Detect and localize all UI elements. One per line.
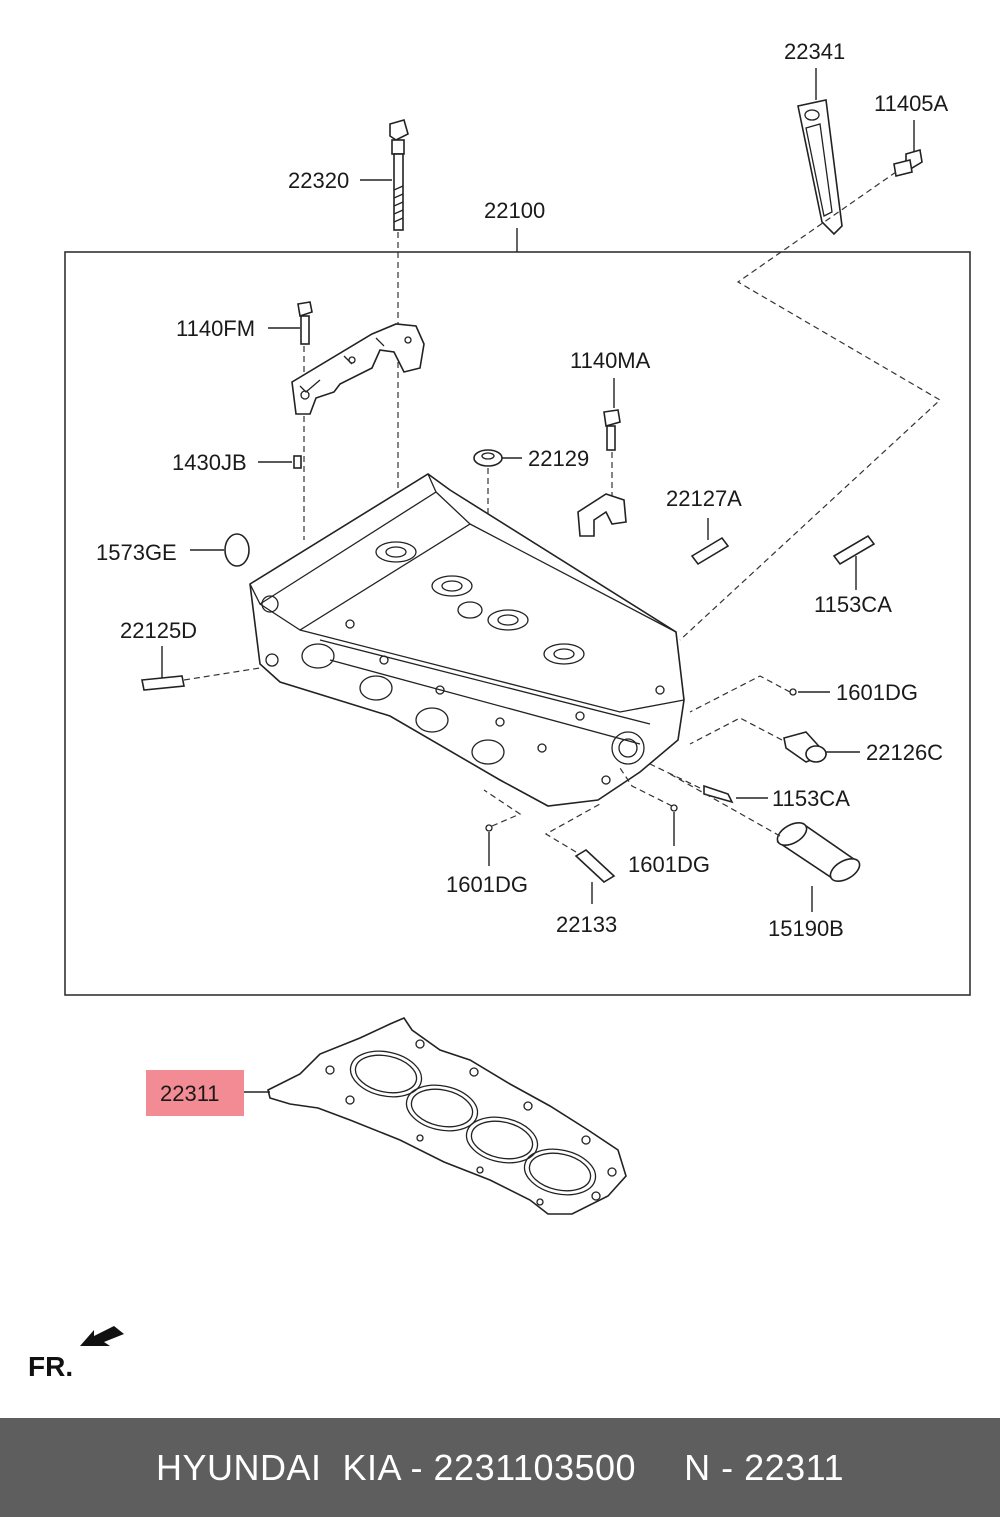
highlight-box-22311 — [146, 1070, 244, 1116]
label-1153CA-top: 1153CA — [814, 592, 892, 617]
label-1140FM: 1140FM — [176, 316, 255, 341]
part-1601DG-right — [789, 688, 830, 696]
exploded-parts-diagram: 22341 11405A 22320 22100 1140FM 1140MA 1… — [28, 39, 971, 1382]
label-1601DG-bottom-left: 1601DG — [446, 872, 528, 897]
front-arrow-icon — [80, 1326, 124, 1346]
label-1601DG-right: 1601DG — [836, 680, 918, 705]
label-22127A: 22127A — [666, 486, 742, 511]
label-22100: 22100 — [484, 198, 545, 223]
footer-brand-part-number: HYUNDAI KIA - 2231103500 — [155, 1446, 637, 1488]
part-1140FM-bolt — [268, 301, 313, 345]
part-1601DG-bottom-mid — [670, 804, 678, 846]
label-11405A: 11405A — [874, 91, 949, 116]
label-1153CA-bottom: 1153CA — [772, 786, 850, 811]
label-22125D: 22125D — [120, 618, 197, 643]
label-1430JB: 1430JB — [172, 450, 247, 475]
part-small-cap — [577, 493, 627, 537]
footer-bar: HYUNDAI KIA - 2231103500 N - 22311 — [0, 1418, 1000, 1517]
part-11405A-bolt — [893, 120, 923, 177]
part-1573GE-plug — [190, 533, 250, 567]
part-22127A-dowel — [690, 518, 730, 566]
part-1140MA-bolt — [603, 378, 621, 451]
part-22320-bolt — [360, 119, 409, 231]
label-22133: 22133 — [556, 912, 617, 937]
part-1153CA-stud-bottom — [703, 784, 768, 804]
part-22125D-dowel — [141, 646, 185, 691]
part-1430JB-pin — [258, 455, 302, 469]
label-22320: 22320 — [288, 168, 349, 193]
label-22129: 22129 — [528, 446, 589, 471]
part-1153CA-stud-top — [832, 534, 876, 590]
label-1573GE: 1573GE — [96, 540, 177, 565]
part-bearing-cap — [291, 323, 425, 415]
part-22341-bracket — [797, 68, 843, 236]
label-22126C: 22126C — [866, 740, 943, 765]
label-15190B: 15190B — [768, 916, 844, 941]
part-15190B-lifter — [776, 822, 861, 912]
part-22100-cylinder-head — [249, 473, 685, 807]
direction-label: FR. — [28, 1351, 73, 1382]
part-22311-head-gasket — [267, 1017, 627, 1215]
label-1140MA: 1140MA — [570, 348, 651, 373]
part-22126C-plug — [783, 731, 860, 763]
part-1601DG-bottom-left — [485, 824, 493, 866]
label-1601DG-bottom-mid: 1601DG — [628, 852, 710, 877]
label-22311: 22311 — [160, 1081, 220, 1106]
part-22133-dowel — [574, 849, 616, 904]
part-22129-seal — [473, 449, 522, 467]
footer-reference: N - 22311 — [684, 1446, 845, 1488]
label-22341: 22341 — [784, 39, 845, 64]
